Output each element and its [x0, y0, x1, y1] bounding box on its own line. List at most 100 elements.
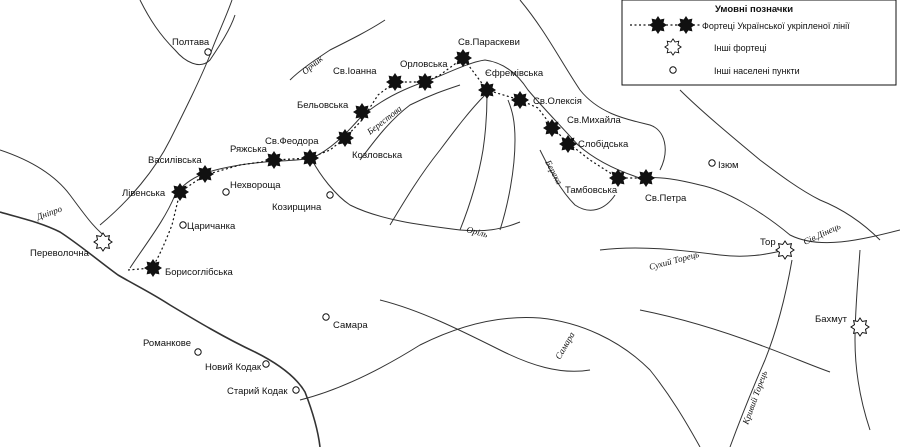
legend-settlement-label: Інші населені пункти	[714, 66, 800, 76]
river-trib1	[389, 94, 486, 226]
river-berestova	[359, 84, 461, 161]
river-east	[679, 89, 881, 241]
river-upper-right	[519, 0, 666, 171]
fortress-star-tor	[775, 240, 795, 260]
label-river-berestova: Берестова	[364, 103, 404, 137]
river-bereka	[539, 149, 616, 211]
river-orel	[129, 59, 900, 269]
label-livenska: Лівенська	[122, 188, 166, 199]
label-sv-petra: Св.Петра	[645, 193, 687, 204]
label-orlovska: Орловська	[400, 59, 448, 70]
label-staryi-kodak: Старий Кодак	[227, 386, 288, 397]
label-poltava: Полтава	[172, 37, 210, 48]
marker-staryi-kodak	[292, 386, 300, 394]
label-sv-feodora: Св.Феодора	[265, 136, 319, 147]
river-orchyk	[289, 19, 386, 81]
river-trib2	[459, 94, 488, 231]
legend: Умовні позначки Фортеці Української укрі…	[621, 0, 897, 86]
fortified-line	[127, 57, 645, 271]
legend-star-fill-1	[649, 16, 667, 34]
fortress-labels: Борисоглібська Лівенська Василівська Ряж…	[122, 37, 687, 278]
marker-tsarychanka	[179, 221, 187, 229]
fortress-star-sv-ioanna	[386, 73, 404, 91]
river-dnipro-upper	[99, 0, 233, 226]
marker-romankove	[194, 348, 202, 356]
label-samara: Самара	[333, 320, 368, 331]
label-kozyrshchyna: Козирщина	[272, 202, 322, 213]
label-river-bereka: Берека	[543, 157, 565, 186]
fortress-star-orlovska	[416, 73, 434, 91]
label-nekhvoroshcha: Нехвороща	[230, 180, 281, 191]
label-borysohlibska: Борисоглібська	[165, 267, 234, 278]
legend-star-open	[664, 38, 682, 56]
line-fortress-stars	[144, 49, 655, 277]
label-vasylivska: Василівська	[148, 155, 202, 166]
legend-line-label: Фортеці Української укріпленої лінії	[702, 21, 850, 31]
legend-star-fill-2	[677, 16, 695, 34]
marker-nekhvoroshcha	[222, 188, 230, 196]
label-novyi-kodak: Новий Кодак	[205, 362, 262, 373]
river-kryvyi-torets	[729, 259, 793, 447]
river-orel-lower	[311, 159, 521, 232]
river-right-2	[639, 309, 831, 373]
marker-novyi-kodak	[262, 360, 270, 368]
label-sv-ioanna: Св.Іоанна	[333, 66, 377, 77]
settlement-markers	[179, 48, 716, 394]
fortress-star-riazhska	[265, 151, 283, 169]
label-kozlovska: Козловська	[352, 150, 403, 161]
fortress-star-sv-mykhaila	[543, 119, 561, 137]
label-tor: Тор	[760, 237, 776, 248]
fortress-star-sv-oleksiia	[511, 91, 529, 109]
label-river-sukhyi-torets: Сухий Торець	[648, 249, 700, 272]
river-samara-2	[379, 299, 591, 372]
river-samara	[299, 317, 701, 447]
marker-poltava	[204, 48, 212, 56]
fortress-star-borysohlibska	[144, 259, 162, 277]
fortress-star-sv-petra	[637, 169, 655, 187]
label-romankove: Романкове	[143, 338, 191, 349]
fortress-star-belovska	[353, 103, 371, 121]
other-fortress-stars	[93, 232, 870, 337]
fortress-star-livenska	[171, 183, 189, 201]
river-sukhyi-torets	[599, 247, 786, 257]
fortress-star-yefremivska	[478, 81, 496, 99]
fortress-star-vasylivska	[196, 165, 214, 183]
river-dnipro-branch	[0, 149, 111, 241]
label-river-kryvyi-torets: Кривий Торець	[740, 369, 769, 426]
label-yefremivska: Єфремівська	[485, 68, 544, 79]
label-tambovska: Тамбовська	[565, 185, 618, 196]
fortress-star-sv-paraskevy	[454, 49, 472, 67]
river-trib3	[499, 99, 516, 231]
label-slobidska: Слобідська	[578, 139, 629, 150]
fortress-star-bakhmut	[850, 317, 870, 337]
label-tsarychanka: Царичанка	[187, 221, 236, 232]
label-belovska: Бельовська	[297, 100, 349, 111]
fortress-star-perevolochna	[93, 232, 113, 252]
fortress-star-kozlovska	[336, 129, 354, 147]
river-labels: Дніпро Оріль Орчик Берестова Берека Сухи…	[34, 53, 842, 427]
label-river-samara: Самара	[553, 330, 577, 361]
label-sv-paraskevy: Св.Параскеви	[458, 37, 520, 48]
label-izium: Ізюм	[718, 160, 739, 171]
legend-other-fortress-label: Інші фортеці	[714, 43, 767, 53]
legend-settlement-marker	[669, 66, 677, 74]
marker-samara	[322, 313, 330, 321]
label-sv-oleksiia: Св.Олексія	[533, 96, 582, 107]
fortress-star-sv-feodora	[301, 149, 319, 167]
label-sv-mykhaila: Св.Михайла	[567, 115, 622, 126]
marker-kozyrshchyna	[326, 191, 334, 199]
settlement-labels: Полтава Нехвороща Царичанка Козирщина Са…	[143, 37, 739, 397]
label-perevolochna: Переволочна	[30, 248, 90, 259]
label-bakhmut: Бахмут	[815, 314, 848, 325]
marker-izium	[708, 159, 716, 167]
river-vorskla	[139, 0, 236, 65]
river-dnipro	[0, 211, 321, 447]
other-fortress-labels: Переволочна Тор Бахмут	[30, 237, 848, 325]
label-river-dnipro: Дніпро	[34, 203, 63, 222]
label-river-oril: Оріль	[465, 224, 488, 239]
legend-title: Умовні позначки	[715, 4, 793, 15]
fortress-star-slobidska	[559, 135, 577, 153]
